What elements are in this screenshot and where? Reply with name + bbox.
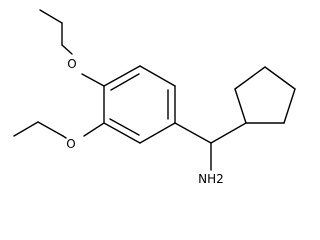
bonds	[13, 9, 296, 171]
bond-o-top-ring	[81, 73, 105, 87]
bond-ethyl-bottom-c3-o	[62, 135, 67, 139]
chemical-structure: O O NH2	[13, 9, 296, 186]
bond-ring-6-1	[103, 65, 141, 87]
bond-cyclopentane-2-3	[234, 66, 266, 90]
bond-ring-inner-3	[110, 73, 140, 91]
bond-cyclopentane-4-5	[283, 88, 296, 124]
bond-ring-3-4	[139, 122, 176, 144]
bond-ethyl-bottom-c1-c2	[13, 121, 39, 137]
bond-o-bottom-ring	[83, 122, 105, 137]
bond-ring-inner-1	[109, 118, 140, 136]
atom-labels: O O NH2	[66, 57, 224, 186]
bond-ring-5-6	[139, 65, 176, 87]
bond-cyclopentane-1-2	[234, 88, 247, 124]
bond-ring-2-3	[103, 122, 141, 144]
bond-ethyl-bottom-c2-c3	[37, 121, 64, 137]
bond-cyclopentane-3-4	[264, 66, 296, 90]
bond-ring-to-ch	[174, 122, 212, 144]
bond-ethyl-top-c3-o	[61, 44, 73, 55]
amine-label: NH2	[198, 172, 224, 186]
oxygen-bottom-label: O	[66, 137, 75, 151]
bond-ch-to-cyclopentyl	[210, 122, 247, 144]
bond-ethyl-top-c1-c2	[39, 9, 63, 24]
oxygen-top-label: O	[67, 57, 76, 71]
